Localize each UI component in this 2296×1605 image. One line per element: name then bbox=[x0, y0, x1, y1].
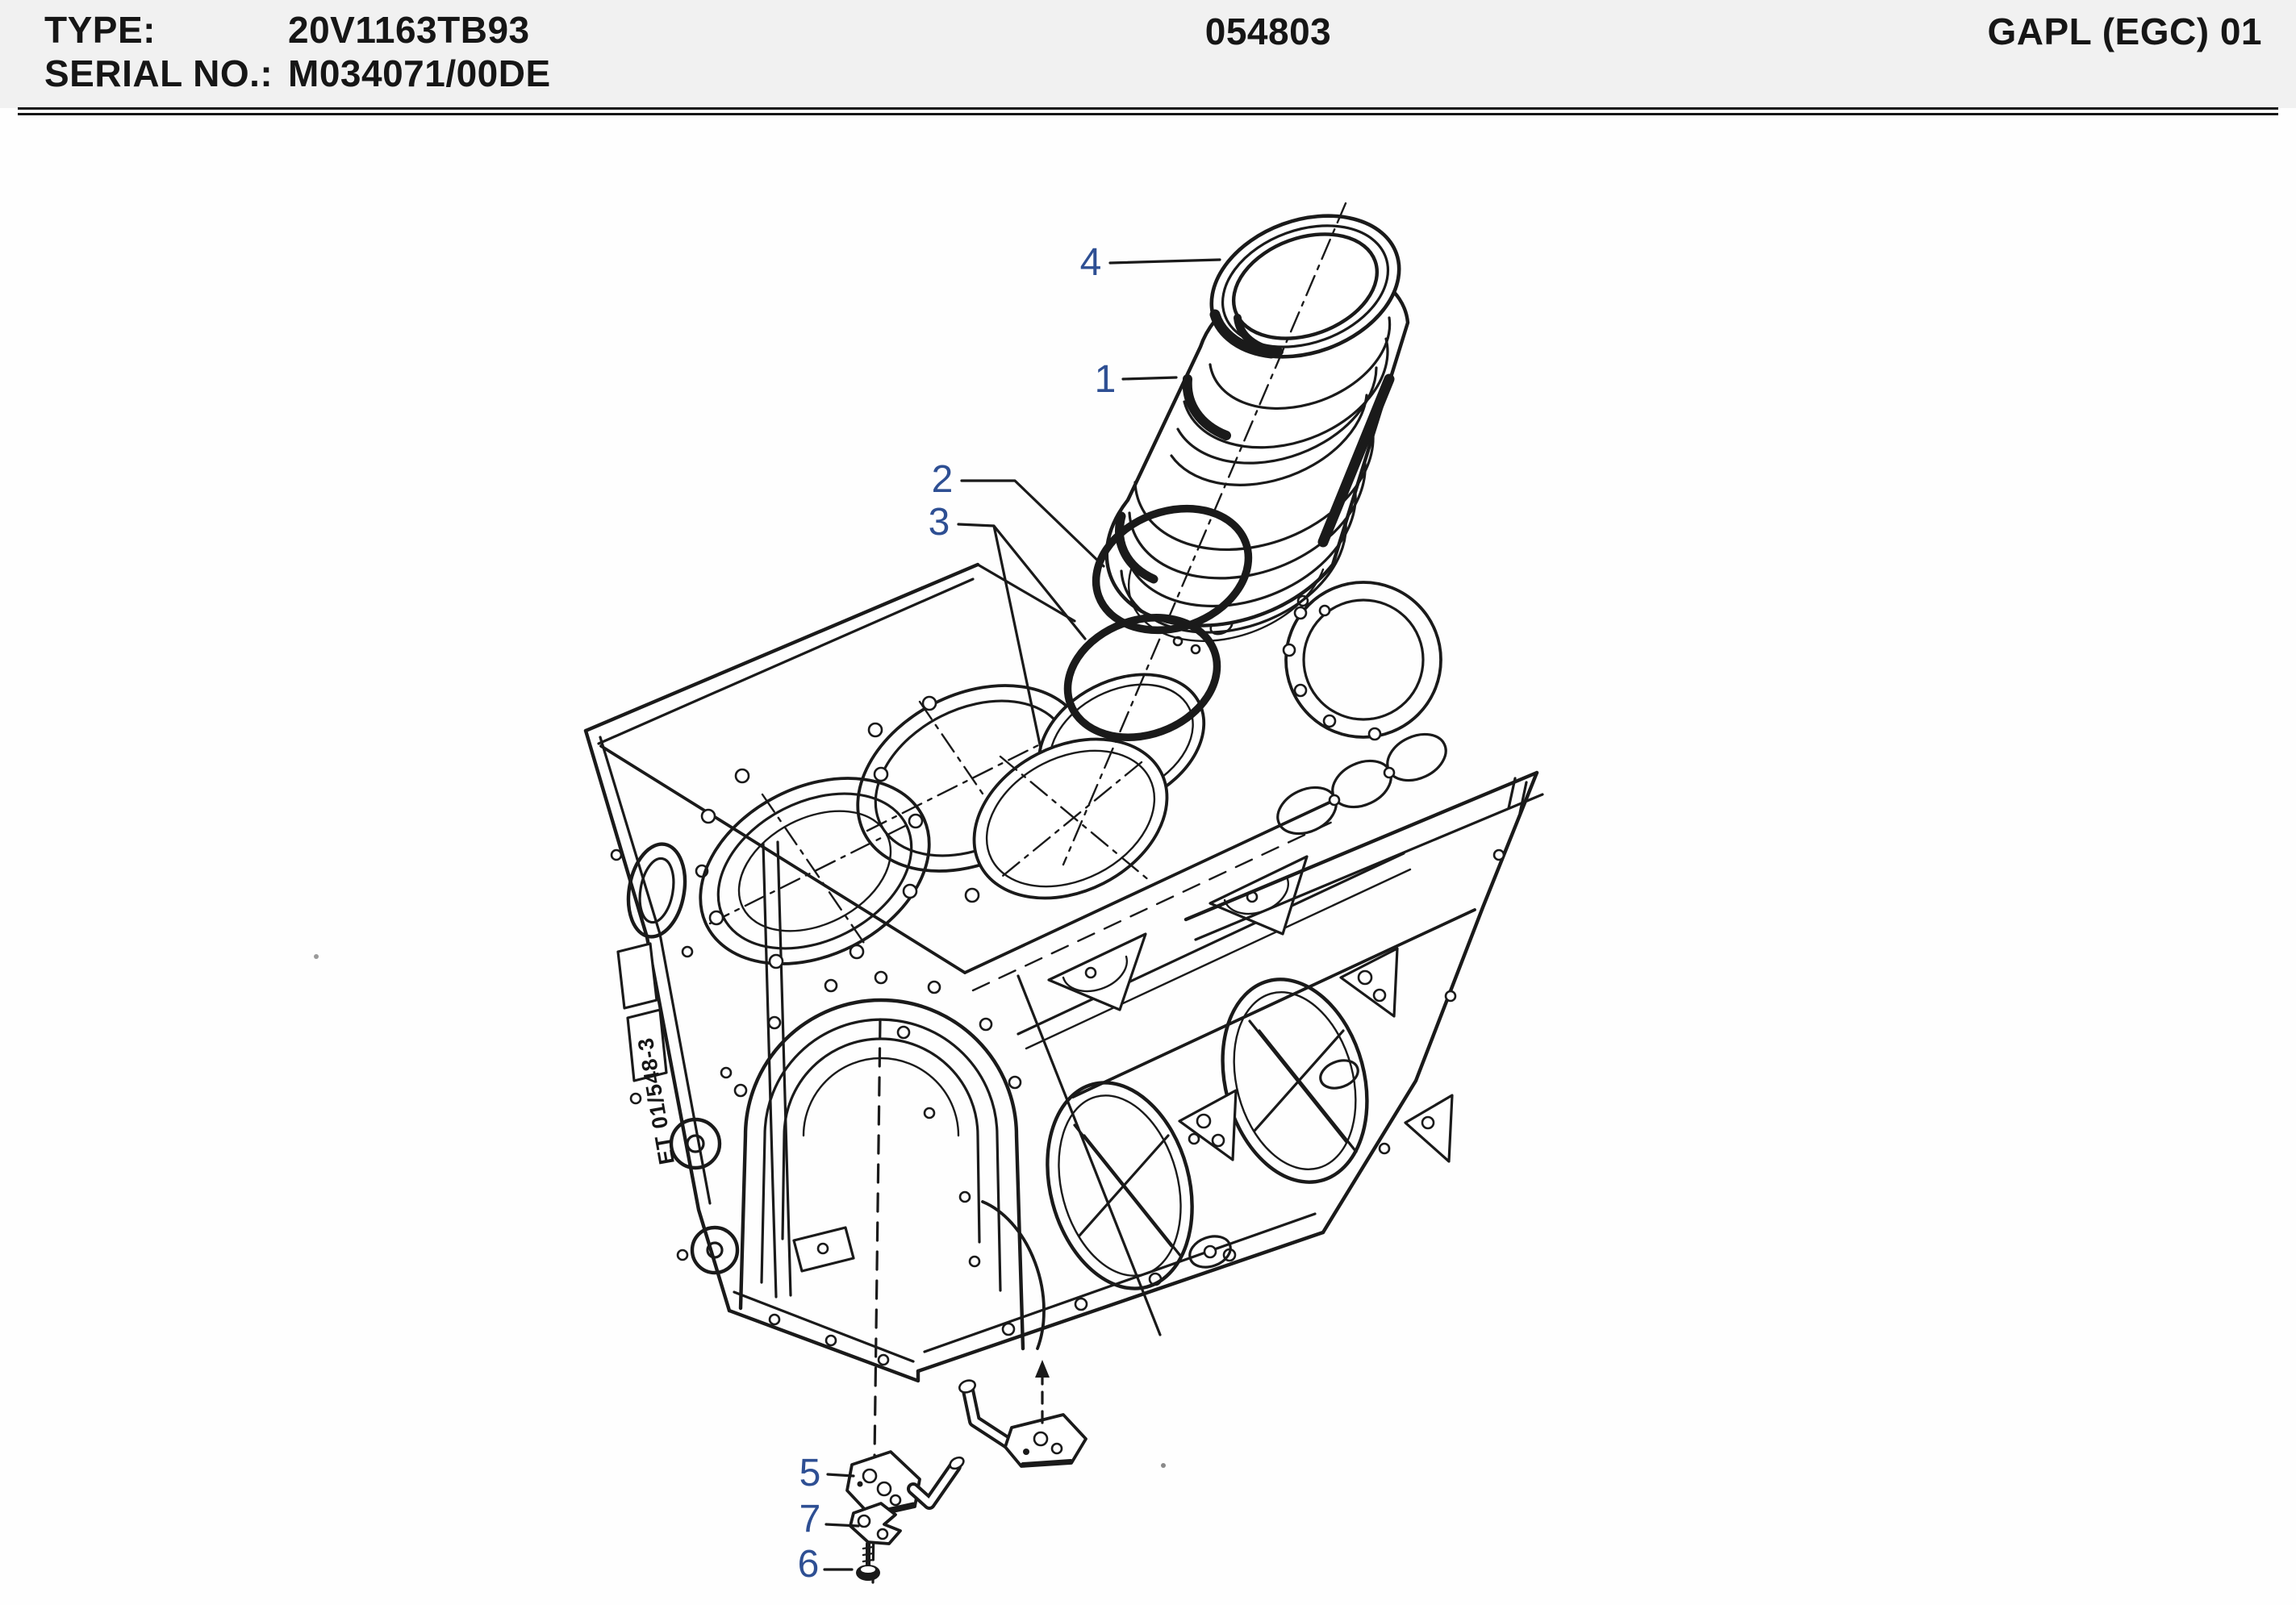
group-code: GAPL (EGC) 01 bbox=[1987, 10, 2262, 52]
callout-label-7: 7 bbox=[799, 1498, 821, 1540]
callout-leader-1 bbox=[1121, 376, 1178, 381]
clamp-plate bbox=[849, 1502, 902, 1545]
cylinder-liner bbox=[1104, 266, 1410, 643]
callout-leader-2 bbox=[960, 479, 1105, 568]
o-ring-lower bbox=[1063, 614, 1221, 741]
callout-leaders bbox=[823, 258, 1221, 1571]
scan-speck bbox=[314, 954, 319, 959]
callout-leader-3 bbox=[957, 523, 1087, 750]
header-rule-top bbox=[18, 107, 2278, 110]
page-header: TYPE: 20V1163TB93 SERIAL NO.: M034071/00… bbox=[0, 0, 2296, 108]
bracket-pipe-assembly bbox=[845, 1450, 965, 1518]
callout-label-5: 5 bbox=[799, 1452, 821, 1495]
page-code: 054803 bbox=[1204, 10, 1332, 52]
callout-label-3: 3 bbox=[929, 501, 950, 544]
fire-ring bbox=[1209, 214, 1401, 359]
header-rule-bottom bbox=[18, 113, 2278, 115]
liner-seat-bores bbox=[972, 636, 1206, 900]
callout-leader-5 bbox=[826, 1473, 855, 1478]
callout-leader-7 bbox=[824, 1523, 860, 1528]
type-value: 20V1163TB93 bbox=[288, 9, 530, 51]
scan-speck bbox=[1161, 1463, 1166, 1468]
pipe-assembly-installed bbox=[958, 1360, 1087, 1468]
liner-axis-centerline bbox=[1062, 202, 1347, 866]
callout-leader-4 bbox=[1108, 258, 1221, 265]
callout-label-2: 2 bbox=[932, 458, 954, 501]
serial-label: SERIAL NO.: bbox=[44, 52, 273, 94]
type-label: TYPE: bbox=[44, 9, 156, 51]
bolt bbox=[856, 1541, 880, 1581]
callout-label-1: 1 bbox=[1095, 358, 1117, 401]
serial-value: M034071/00DE bbox=[288, 52, 551, 94]
callout-label-6: 6 bbox=[798, 1543, 820, 1586]
callout-label-4: 4 bbox=[1080, 241, 1102, 284]
